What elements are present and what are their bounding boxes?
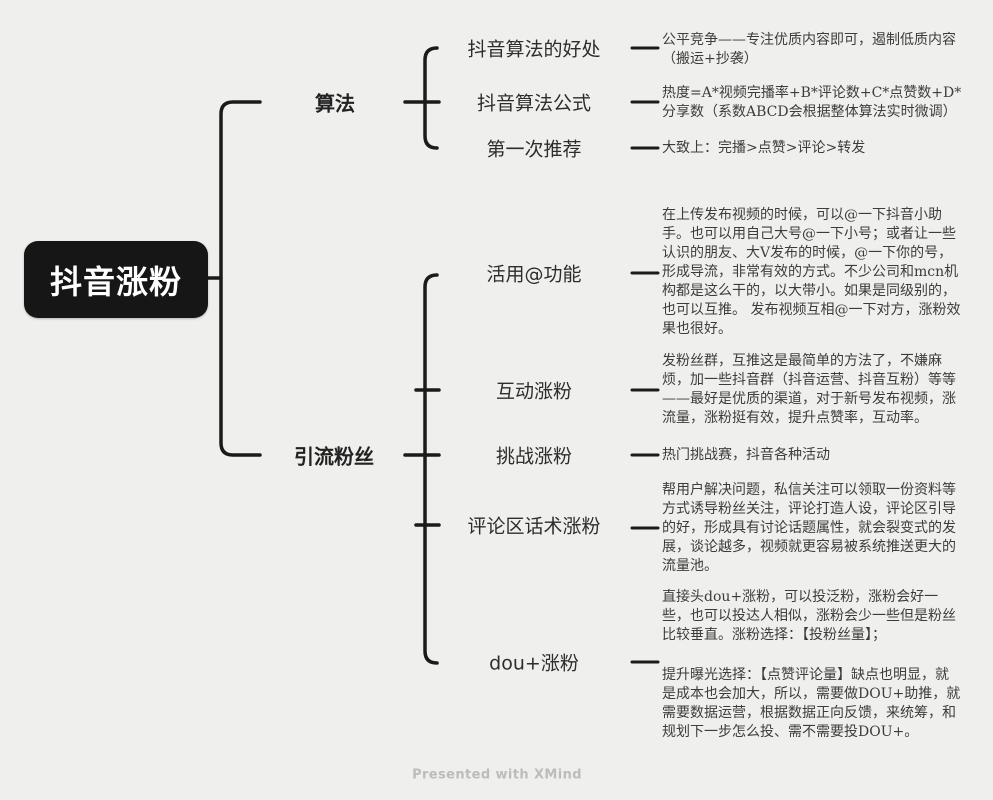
subtopic-interaction-growth[interactable]: 互动涨粉 (495, 380, 573, 403)
note-dou-plus-paragraph-2: 提升曝光选择：【点赞评论量】缺点也明显，就是成本也会加大，所以，需要做DOU+助… (662, 667, 961, 740)
note-comment-script-growth[interactable]: 帮用户解决问题，私信关注可以领取一份资料等方式诱导粉丝关注，评论打造人设，评论区… (662, 482, 956, 574)
note-challenge-growth[interactable]: 热门挑战赛，抖音各种活动 (662, 447, 830, 463)
root-topic[interactable]: 抖音涨粉 (24, 241, 208, 318)
note-at-mention[interactable]: 在上传发布视频的时候，可以@一下抖音小助手。也可以用自己大号@一下小号；或者让一… (662, 207, 961, 337)
root-bracket (219, 100, 262, 457)
subtopic-dou-plus-growth[interactable]: dou+涨粉 (489, 652, 579, 675)
note-algorithm-formula[interactable]: 热度=A*视频完播率+B*评论数+C*点赞数+D*分享数（系数ABCD会根据整体… (662, 85, 962, 120)
subtopic-first-recommendation[interactable]: 第一次推荐 (486, 138, 582, 161)
subtopic-comment-script-growth[interactable]: 评论区话术涨粉 (467, 515, 601, 538)
xmind-watermark: Presented with XMind (412, 767, 582, 783)
branch-topic-algorithm[interactable]: 算法 (315, 91, 355, 116)
subtopic-at-mention[interactable]: 活用@功能 (486, 263, 582, 286)
branch-topic-traffic-fans[interactable]: 引流粉丝 (294, 444, 374, 469)
subtopic-algorithm-benefits[interactable]: 抖音算法的好处 (467, 38, 601, 61)
branch1-bracket (423, 46, 439, 150)
subtopic-challenge-growth[interactable]: 挑战涨粉 (495, 445, 573, 468)
note-dou-plus-paragraph-1: 直接头dou+涨粉，可以投泛粉，涨粉会好一些，也可以投达人相似，涨粉会少一些但是… (662, 589, 956, 643)
subtopic-algorithm-formula[interactable]: 抖音算法公式 (476, 92, 592, 115)
branch2-bracket (423, 273, 439, 665)
note-interaction-growth[interactable]: 发粉丝群，互推这是最简单的方法了，不嫌麻烦，加一些抖音群（抖音运营、抖音互粉）等… (662, 353, 956, 426)
note-dou-plus-growth[interactable]: 直接头dou+涨粉，可以投泛粉，涨粉会好一些，也可以投达人相似，涨粉会少一些但是… (662, 588, 962, 742)
note-first-recommendation[interactable]: 大致上：完播>点赞>评论>转发 (662, 140, 866, 156)
note-algorithm-benefits[interactable]: 公平竞争——专注优质内容即可，遏制低质内容（搬运+抄袭） (662, 32, 956, 67)
